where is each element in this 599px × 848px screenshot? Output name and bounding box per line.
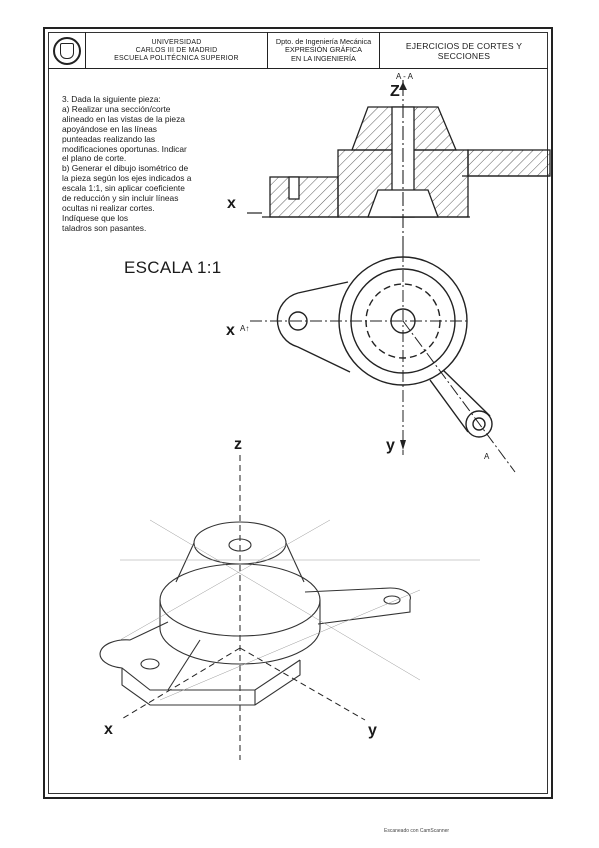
university-logo	[48, 32, 86, 69]
top-y-axis-label: y	[386, 437, 395, 454]
statement-line: punteadas realizando las	[62, 133, 156, 144]
statement-line: modificaciones oportunas. Indicar	[62, 143, 187, 154]
drawing-sheet-border	[43, 27, 553, 799]
cut-plane-mark-left: A↑	[240, 324, 250, 333]
cut-plane-mark-right: A	[484, 452, 490, 461]
section-label: A - A	[396, 72, 413, 81]
isometric-axes	[119, 455, 366, 760]
statement-line: ocultas ni realizar cortes.	[62, 202, 155, 213]
exercise-statement: 3. Dada la siguiente pieza: a) Realizar …	[62, 94, 232, 234]
exercise-title: EJERCICIOS DE CORTES Y SECCIONES	[405, 40, 523, 61]
statement-line: b) Generar el dibujo isométrico de	[62, 163, 189, 174]
statement-line: 3. Dada la siguiente pieza:	[62, 94, 161, 104]
iso-x-axis-label: x	[104, 721, 113, 738]
top-x-axis-label: x	[226, 322, 235, 339]
top-view	[276, 256, 493, 438]
statement-line: a) Realizar una sección/corte	[62, 103, 171, 114]
university-line: CARLOS III DE MADRID	[135, 46, 218, 54]
front-z-axis-label: Z	[390, 83, 400, 100]
construction-lines	[119, 519, 480, 701]
arm-end-circle	[465, 410, 493, 438]
front-section-view	[262, 106, 551, 218]
statement-line: escala 1:1, sin aplicar coeficiente	[62, 183, 185, 194]
seal-icon	[52, 36, 81, 65]
inclined-cut-axis	[402, 320, 516, 473]
drawing-inner-frame	[48, 32, 548, 794]
statement-line: el plano de corte.	[62, 153, 127, 164]
iso-y-axis-label: y	[368, 722, 377, 739]
left-ear-outline	[276, 292, 351, 373]
scale-label: ESCALA 1:1	[124, 258, 222, 277]
iso-z-axis-label: z	[234, 436, 242, 453]
hatched-base-left	[269, 176, 339, 218]
statement-line: de reducción y sin incluir líneas	[62, 193, 179, 204]
university-line: UNIVERSIDAD	[151, 38, 202, 46]
university-line: ESCUELA POLITÉCNICA SUPERIOR	[114, 54, 239, 62]
hatched-arm	[467, 149, 551, 177]
title-block: UNIVERSIDAD CARLOS III DE MADRID ESCUELA…	[48, 32, 548, 69]
statement-line: alineado en las vistas de la pieza	[62, 113, 185, 124]
statement-line: Indíquese que los	[62, 212, 129, 223]
university-name: UNIVERSIDAD CARLOS III DE MADRID ESCUELA…	[86, 32, 268, 69]
arm-edge	[429, 379, 469, 433]
department-line: EXPRESIÓN GRÁFICA	[284, 45, 363, 55]
statement-line: taladros son pasantes.	[62, 222, 147, 233]
statement-line: apoyándose en las líneas	[62, 123, 157, 134]
department-line: Dpto. de Ingeniería Mecánica	[275, 36, 372, 46]
department-name: Dpto. de Ingeniería Mecánica EXPRESIÓN G…	[268, 32, 380, 69]
statement-line: la pieza según los ejes indicados a	[62, 173, 192, 184]
arm-end-hole	[472, 417, 486, 431]
isometric-sketch	[99, 521, 411, 706]
scan-footer: Escaneado con CamScanner	[384, 828, 450, 834]
front-x-axis-label: x	[227, 195, 236, 212]
department-line: EN LA INGENIERÍA	[291, 53, 356, 63]
